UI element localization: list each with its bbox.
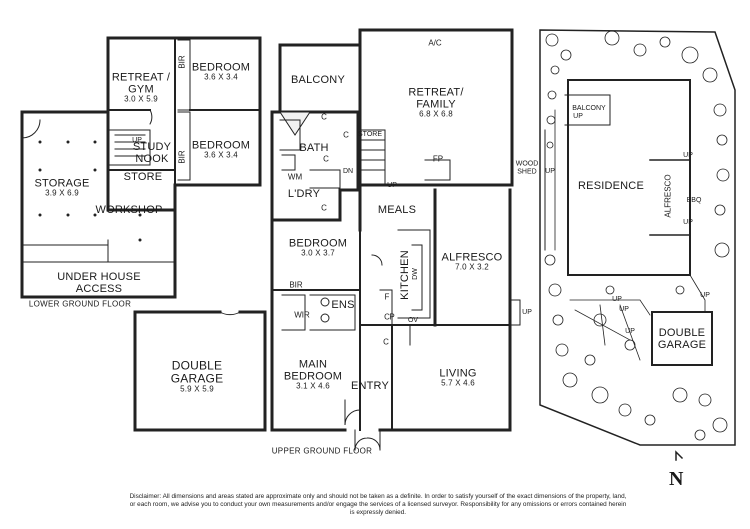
dn-label: DN xyxy=(342,168,354,176)
lower-ground-dots xyxy=(38,140,142,242)
fireplace-label: FP xyxy=(432,154,444,164)
c-mark-5: C xyxy=(384,312,390,322)
c-mark-1: C xyxy=(321,112,327,122)
upper-ground-details xyxy=(279,111,521,451)
kitchen-label: KITCHEN xyxy=(398,250,411,300)
laundry-label: L'DRY xyxy=(287,187,321,200)
retreat-family-label: RETREAT/ FAMILY 6.8 X 6.8 xyxy=(408,86,464,119)
site-boundary xyxy=(539,29,736,446)
site-up-6: UP xyxy=(619,306,629,314)
site-up-3: UP xyxy=(683,219,693,227)
workshop-label: WORKSHOP xyxy=(95,203,163,216)
lower-ground-details xyxy=(21,39,191,263)
garage-walls xyxy=(133,310,267,432)
lower-up-label: UP xyxy=(132,137,142,145)
pantry-label: P xyxy=(389,312,395,322)
study-nook-label: STUDY NOOK xyxy=(132,140,172,165)
site-alfresco-label: ALFRESCO xyxy=(663,174,673,218)
retreat-gym-label: RETREAT / GYM 3.0 X 5.9 xyxy=(111,71,171,104)
entry-label: ENTRY xyxy=(350,379,390,392)
c-mark-3: C xyxy=(323,154,329,164)
wm-label: WM xyxy=(287,172,303,182)
upper-store-label: STORE xyxy=(358,131,382,139)
living-label: LIVING 5.7 X 4.6 xyxy=(439,367,477,388)
disclaimer-text: Disclaimer: All dimensions and areas sta… xyxy=(129,493,627,516)
bir-1-label: BIR xyxy=(177,55,187,69)
site-paths xyxy=(554,109,706,361)
ac-label: A/C xyxy=(428,38,442,48)
meals-label: MEALS xyxy=(377,203,417,216)
main-bedroom-label: MAIN BEDROOM 3.1 X 4.6 xyxy=(283,358,343,391)
bedroom-1-label: BEDROOM 3.6 X 3.4 xyxy=(191,61,251,82)
lower-ground-floor-label: LOWER GROUND FLOOR xyxy=(28,299,132,309)
side-up-label: UP xyxy=(522,309,532,317)
wood-shed-label: WOOD SHED xyxy=(515,160,539,175)
site-up-7: UP xyxy=(625,328,635,336)
residence-label: RESIDENCE xyxy=(578,179,644,192)
site-residence xyxy=(544,79,713,366)
under-house-access-label: UNDER HOUSE ACCESS xyxy=(57,270,141,295)
north-indicator: N xyxy=(669,468,684,490)
site-up-5: UP xyxy=(612,296,622,304)
site-up-2: UP xyxy=(683,152,693,160)
balcony-label: BALCONY xyxy=(291,73,345,86)
site-balcony-label: BALCONY xyxy=(572,105,606,113)
site-trees xyxy=(544,30,730,441)
site-garage-label: DOUBLE GARAGE xyxy=(657,326,707,351)
site-up-1: UP xyxy=(573,113,583,121)
north-arrow xyxy=(675,450,684,461)
store-label: STORE xyxy=(123,170,163,183)
oven-label: OV xyxy=(407,317,419,325)
bedroom-2-label: BEDROOM 3.6 X 3.4 xyxy=(191,139,251,160)
bbq-label: BBQ xyxy=(686,197,702,205)
upper-ground-walls xyxy=(270,28,514,432)
upper-up-label: UP xyxy=(387,182,397,190)
alfresco-label: ALFRESCO 7.0 X 3.2 xyxy=(441,251,503,272)
fridge-label: F xyxy=(384,292,390,302)
dw-label: DW xyxy=(412,268,420,280)
site-up-4: UP xyxy=(545,168,555,176)
bir-2-label: BIR xyxy=(177,150,187,164)
bath-label: BATH xyxy=(299,141,329,154)
ensuite-label: ENS xyxy=(331,298,355,311)
c-mark-2: C xyxy=(343,130,349,140)
site-up-8: UP xyxy=(700,292,710,300)
lower-ground-walls xyxy=(20,36,262,299)
bir-upper-label: BIR xyxy=(289,280,303,290)
c-mark-6: C xyxy=(383,337,389,347)
upper-ground-floor-label: UPPER GROUND FLOOR xyxy=(271,446,373,456)
wir-label: WIR xyxy=(294,310,310,320)
c-mark-4: C xyxy=(321,203,327,213)
double-garage-label: DOUBLE GARAGE 5.9 X 5.9 xyxy=(170,358,224,394)
storage-label: STORAGE 3.9 X 6.9 xyxy=(34,177,90,198)
bedroom-upper-label: BEDROOM 3.0 X 3.7 xyxy=(288,237,348,258)
